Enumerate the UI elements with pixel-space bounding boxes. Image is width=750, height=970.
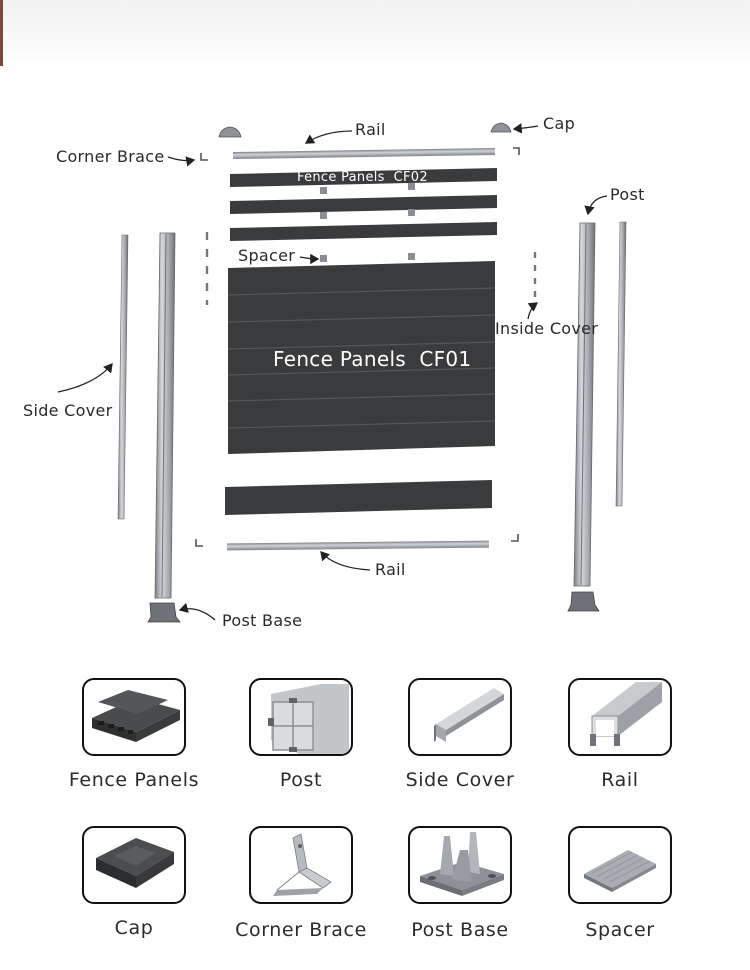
- corner-brace-label: Corner Brace: [235, 919, 367, 941]
- spacer-icon: [584, 850, 656, 892]
- cap-thumbnail: [82, 826, 186, 904]
- exploded-fence-diagram: [57, 122, 627, 623]
- top-rail: [232, 147, 496, 160]
- callout-inside-cover: Inside Cover: [495, 319, 599, 338]
- post-thumbnail: [249, 678, 353, 756]
- callout-arrows: [57, 123, 608, 621]
- post-base-label: Post Base: [411, 919, 509, 941]
- corner-brace-top-right: [513, 147, 520, 155]
- spacer-4: [408, 209, 415, 216]
- post-base-left: [147, 602, 181, 623]
- post-left-groove: [161, 233, 167, 598]
- side-cover-label: Side Cover: [405, 769, 515, 791]
- rail-label: Rail: [601, 769, 639, 791]
- post-base-thumbnail: [408, 826, 512, 904]
- callout-fence-panels-cf01: Fence Panels CF01: [273, 347, 472, 371]
- callout-corner-brace: Corner Brace: [56, 147, 165, 166]
- rail-thumbnail: [568, 678, 672, 756]
- post-base-right: [567, 591, 600, 612]
- spacer-label: Spacer: [585, 919, 655, 941]
- fence-panels-label: Fence Panels: [68, 769, 200, 791]
- fence-panel-profile-icon: [92, 690, 180, 742]
- spacer-6: [408, 253, 415, 260]
- callout-rail-top: Rail: [355, 120, 386, 139]
- rail-profile-icon: [590, 682, 662, 746]
- bottom-rail: [226, 540, 490, 551]
- corner-brace-top-left: [200, 153, 208, 161]
- corner-brace-thumbnail: [249, 826, 353, 904]
- callout-cap: Cap: [543, 114, 576, 133]
- callout-spacer: Spacer: [238, 246, 296, 265]
- cap-left: [218, 126, 242, 138]
- cap-right: [490, 122, 512, 133]
- spacer-1: [320, 187, 327, 194]
- side-cover-profile-icon: [434, 688, 504, 742]
- spacer-2: [408, 183, 415, 190]
- spacer-5: [320, 255, 327, 262]
- panel-cf02-2: [230, 195, 497, 214]
- background-band: [0, 0, 750, 70]
- callout-post-base: Post Base: [222, 611, 303, 630]
- post-right-groove: [580, 223, 587, 586]
- side-cover-left: [117, 234, 129, 520]
- corner-brace-bottom-left: [195, 539, 203, 547]
- fence-panels-thumbnail: [82, 678, 186, 756]
- panel-cf01-bottom: [225, 480, 492, 515]
- post-base-icon: [420, 832, 504, 896]
- side-cover-thumbnail: [408, 678, 512, 756]
- corner-brace-icon: [273, 833, 332, 896]
- callout-fence-panels-cf02: Fence Panels CF02: [297, 170, 428, 185]
- spacer-3: [320, 212, 327, 219]
- post-profile-icon: [268, 684, 349, 754]
- panel-cf02-1: [230, 168, 497, 187]
- side-cover-right: [615, 221, 627, 507]
- post-right: [573, 222, 596, 587]
- cap-label: Cap: [114, 917, 154, 939]
- panel-cf01-stack: [228, 261, 495, 454]
- panel-cf01-seams: [227, 287, 496, 429]
- callout-side-cover: Side Cover: [23, 401, 113, 420]
- callout-rail-bottom: Rail: [375, 560, 406, 579]
- panel-cf02-3: [230, 222, 497, 241]
- post-label: Post: [279, 769, 323, 791]
- callout-post: Post: [610, 185, 645, 204]
- cap-icon: [96, 838, 174, 888]
- post-left: [154, 232, 176, 599]
- left-edge-strip: [0, 0, 3, 66]
- corner-brace-bottom-right: [511, 534, 519, 542]
- spacer-thumbnail: [568, 826, 672, 904]
